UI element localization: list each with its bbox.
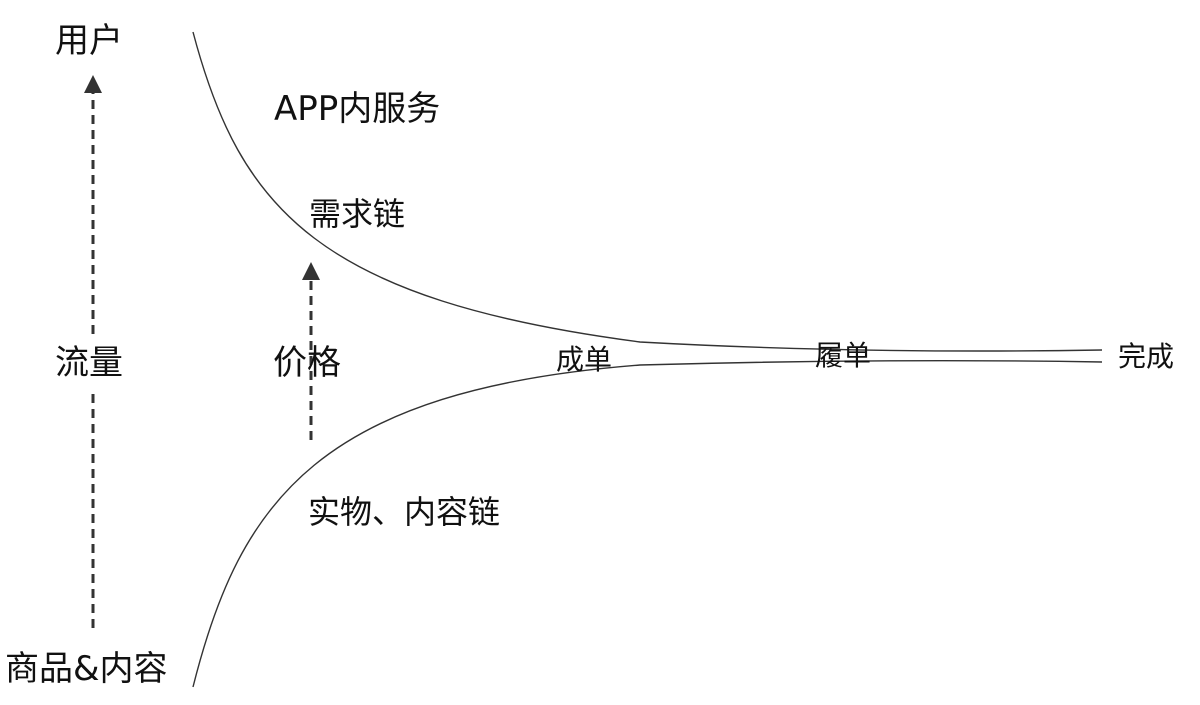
label-user: 用户 xyxy=(55,21,123,61)
stage-order: 成单 xyxy=(556,343,613,376)
lower-supply-curve xyxy=(192,360,1103,688)
upper-demand-curve xyxy=(192,31,1103,352)
label-price: 价格 xyxy=(273,343,341,383)
label-demand-chain: 需求链 xyxy=(309,195,406,233)
label-supply-chain: 实物、内容链 xyxy=(308,493,501,531)
stage-fulfill: 履单 xyxy=(815,339,872,372)
stage-complete: 完成 xyxy=(1118,340,1175,373)
label-goods-content: 商品&内容 xyxy=(5,649,168,689)
label-traffic: 流量 xyxy=(55,343,123,383)
label-app-service: APP内服务 xyxy=(274,89,441,129)
